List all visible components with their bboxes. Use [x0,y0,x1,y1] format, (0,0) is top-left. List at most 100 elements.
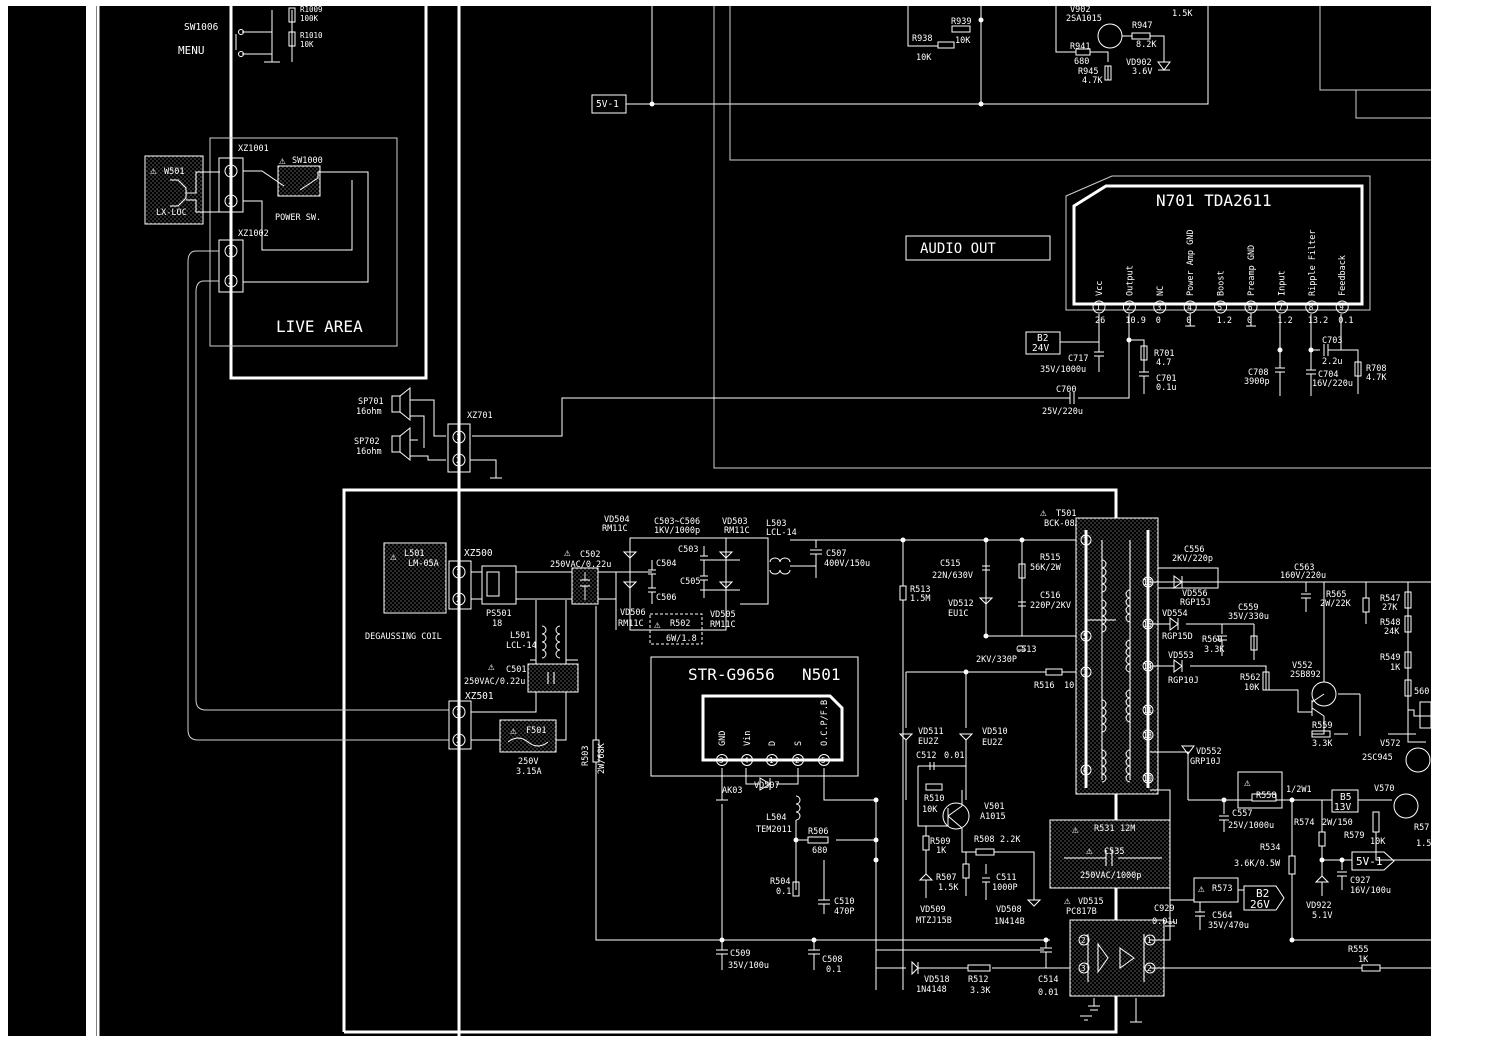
v572-label: V572 [1380,739,1400,749]
t501-pin: 6 [1080,764,1092,776]
r941-value: 680 [1074,57,1089,67]
c508-label: C508 [822,955,842,965]
r945-value: 4.7K [1082,76,1103,86]
vd515-value: PC817B [1066,907,1097,917]
pin-number: 3 [1157,303,1162,312]
ic-n701-title: N701 TDA2611 [1156,191,1272,210]
warning-icon: ⚠ [150,164,157,177]
c929-label: C929 [1154,904,1174,914]
pin-number: 6 [1248,303,1253,312]
vd510-label: VD510 [982,727,1008,737]
c505-label: C505 [680,577,700,587]
l501b-value: LCL-14 [506,641,537,651]
r1010-value: 10K [300,40,314,49]
vd554-label: VD554 [1162,609,1188,619]
r559-label: R559 [1312,721,1332,731]
c559-label: C559 [1238,603,1258,613]
r708-label: R708 [1366,364,1386,374]
l501b-label: L501 [510,631,530,641]
c511-value: 1000P [992,883,1018,893]
svg-text:1: 1 [456,708,461,717]
pin-name: Boost [1217,270,1227,296]
vd507-label: VD507 [754,781,780,791]
c708-value: 3900p [1244,377,1270,387]
vd505-value: RM11C [710,620,736,630]
sw1000-label: SW1000 [292,156,323,166]
r555-label: R555 [1348,945,1368,955]
r708-value: 4.7K [1366,373,1387,383]
r531-value: 12M [1120,824,1135,834]
c701-label: C701 [1156,374,1176,384]
vd503-value: RM11C [724,526,750,536]
pin-number: 1 [1096,303,1101,312]
r513-value: 1.5M [910,594,930,604]
xz1002-label: XZ1002 [238,229,269,239]
r515-value: 56K/2W [1030,563,1062,573]
r509-label: R509 [930,837,950,847]
c512-label: C512 [916,751,936,761]
vd512-label: VD512 [948,599,974,609]
pin-name: Vcc [1095,281,1105,296]
svg-text:1: 1 [228,167,233,176]
vd553-label: VD553 [1168,651,1194,661]
live-area-boundary [96,6,1118,1036]
n501-pin: 2S [792,741,804,766]
ps501-label: PS501 [486,609,512,619]
lx-loc-label: LX-LOC [156,208,187,218]
net-5v1-label: 5V-1 [596,99,619,110]
t501-value: BCK-08A61 [1044,519,1090,529]
pin-number: 13 [1143,731,1152,740]
r513-label: R513 [910,585,930,595]
l504-value: TEM2011 [756,825,792,835]
audio-out-label: AUDIO OUT [920,241,996,257]
c513-value: 2KV/330P [976,655,1017,665]
r562-label: R562 [1240,673,1260,683]
r560-value: 3.3K [1204,645,1225,655]
r534-value: 3.6K/0.5W [1234,859,1281,869]
pin-name: Input [1277,270,1287,296]
r939-label: R939 [951,17,971,27]
r574-label: R574 [1294,818,1314,828]
r945-label: R945 [1078,67,1098,77]
r558-label: R558 [1256,791,1276,801]
r579-label: R579 [1344,831,1364,841]
r562-value: 10K [1244,683,1260,693]
svg-text:2: 2 [456,736,461,745]
pin-number: 10 [1143,774,1153,783]
power-input-block: ⚠ W501 LX-LOC XZ1001 1 2 ⚠ SW1000 POWER … [144,137,449,741]
r701-label: R701 [1154,349,1174,359]
c510-value: 470P [834,907,854,917]
b2-output-voltage: 26V [1250,898,1270,911]
sp702-value: 16ohm [356,447,382,457]
r512-label: R512 [968,975,988,985]
c704-value: 16V/220u [1312,379,1353,389]
c512-value: 0.01 [944,751,964,761]
b2-voltage: 24V [1032,343,1049,354]
t501-pin: 13 [1142,729,1154,741]
r509-value: 1K [936,846,947,856]
r939-value: 10K [955,36,971,46]
sp701-value: 16ohm [356,407,382,417]
c513-label: C513 [1016,645,1036,655]
vd552-value: GRP10J [1190,757,1221,767]
c556-label: C556 [1184,545,1204,555]
c516-label: C516 [1040,591,1060,601]
c516-value: 220P/2KV [1030,601,1071,611]
vd511-value: EU2Z [918,737,938,747]
r516-value: 10 [1064,681,1074,691]
pin-number: 11 [1143,706,1152,715]
c510-label: C510 [834,897,854,907]
vd556-label: VD556 [1182,589,1208,599]
pin-voltage: 13.2 [1308,316,1328,326]
c503-label: C503 [678,545,698,555]
pin-name: Vin [743,731,753,746]
r508-value: 2.2K [1000,835,1021,845]
c703-label: C703 [1322,336,1342,346]
